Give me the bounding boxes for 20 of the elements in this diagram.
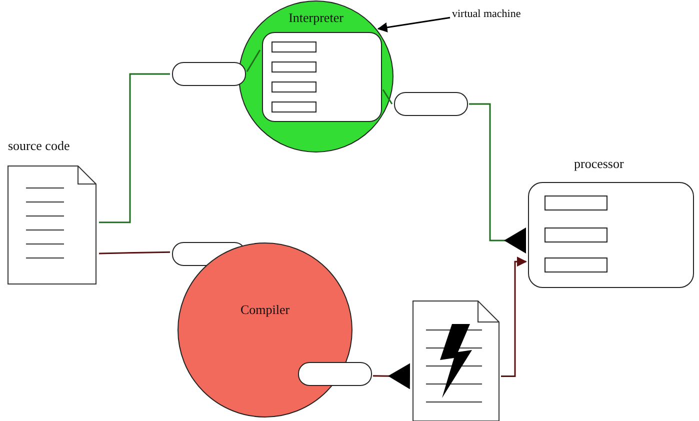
port-pill (394, 92, 468, 116)
connector (469, 103, 526, 254)
circle-node (177, 242, 353, 418)
connector (246, 50, 261, 72)
node-label: Compiler (239, 302, 291, 318)
port-pill (298, 362, 372, 386)
annotation-label: virtual machine (452, 8, 552, 24)
leader-line (377, 16, 450, 32)
connector (501, 256, 527, 377)
node-label: Interpreter (288, 10, 344, 26)
connector (382, 89, 393, 104)
connector (98, 251, 170, 254)
circle-node (238, 0, 394, 153)
port-pill (172, 62, 246, 86)
connector (99, 73, 170, 224)
node-label: source code (8, 138, 70, 154)
panel-box (262, 32, 382, 122)
connector (373, 363, 410, 390)
node-label: processor (574, 156, 624, 172)
executable-document (412, 300, 500, 421)
